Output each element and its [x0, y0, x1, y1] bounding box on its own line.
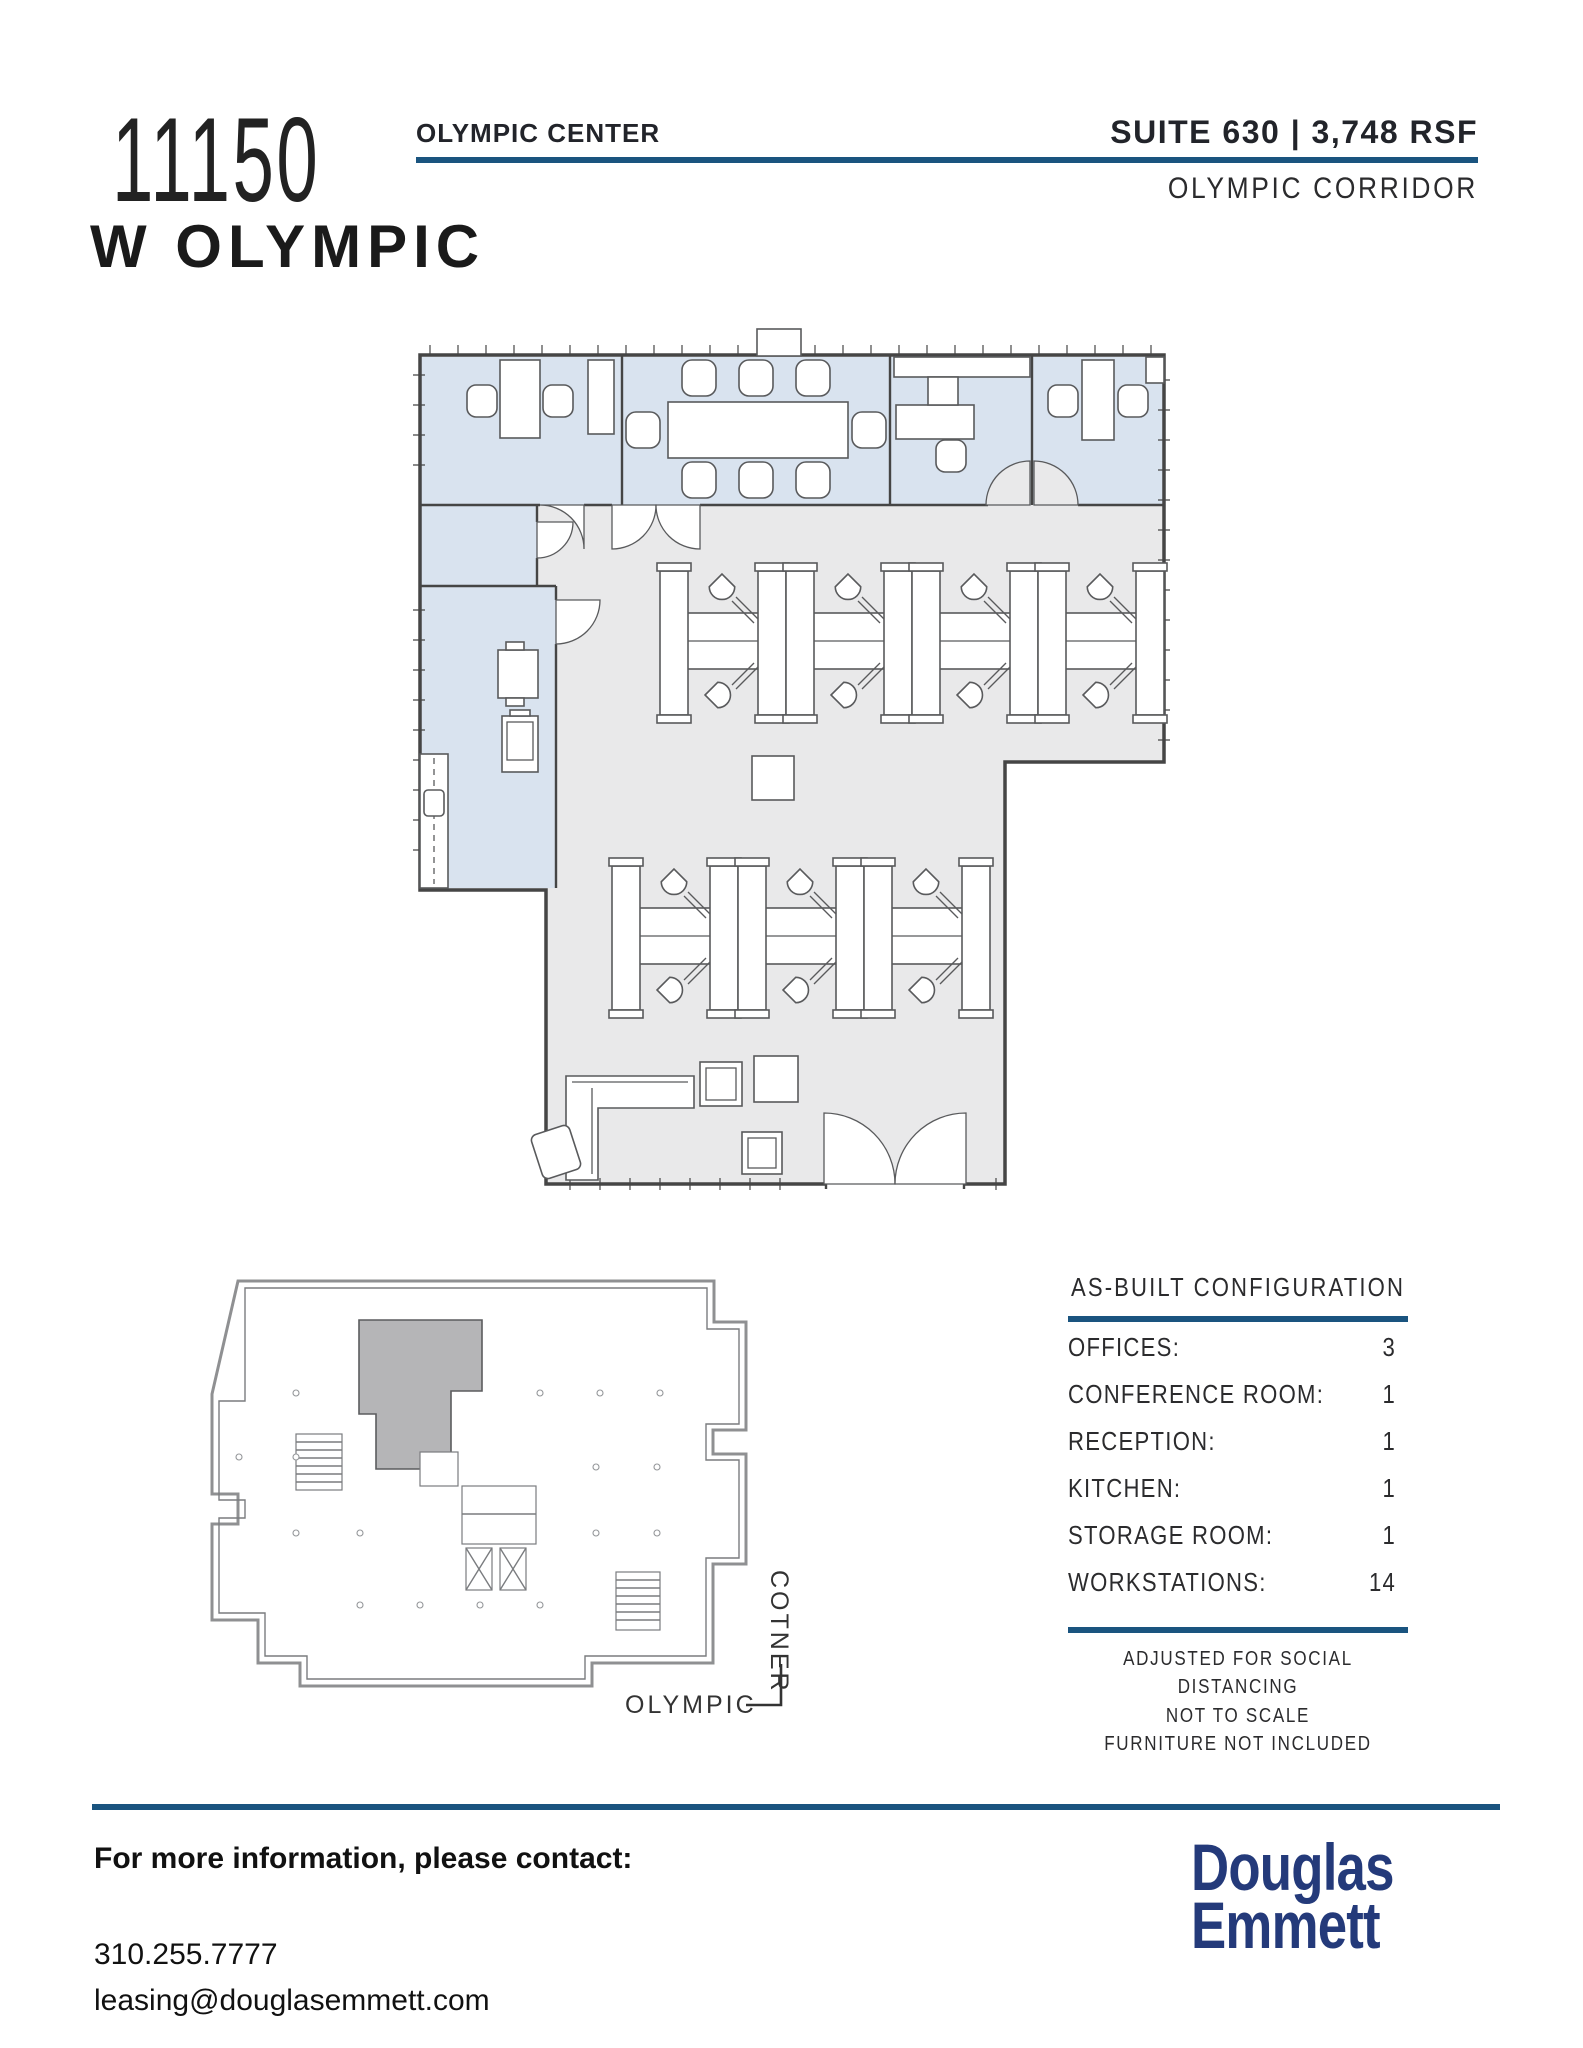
config-row: OFFICES: 3 — [1068, 1332, 1408, 1379]
column-dots — [235, 1389, 664, 1609]
config-title: AS-BUILT CONFIGURATION — [1070, 1272, 1406, 1302]
suite-outer-wall — [418, 353, 1166, 1186]
config-row-value: 3 — [1382, 1332, 1397, 1362]
config-row-value: 1 — [1382, 1379, 1397, 1409]
config-row: CONFERENCE ROOM: 1 — [1068, 1379, 1408, 1426]
config-row-value: 1 — [1382, 1520, 1397, 1550]
suite-highlight — [358, 1319, 483, 1470]
config-panel: AS-BUILT CONFIGURATION OFFICES: 3 CONFER… — [1068, 1272, 1408, 1759]
kitchen-counter — [419, 753, 449, 889]
entry-vestibule — [756, 328, 802, 357]
street-label-cotner: COTNER — [765, 1570, 793, 1694]
side-table — [753, 1055, 799, 1103]
stairwell — [295, 1433, 661, 1631]
building-street: W OLYMPIC — [90, 213, 486, 280]
config-notes: ADJUSTED FOR SOCIAL DISTANCING NOT TO SC… — [1068, 1645, 1408, 1759]
config-row: WORKSTATIONS: 14 — [1068, 1567, 1408, 1614]
submarket-label: OLYMPIC CORRIDOR — [1167, 172, 1478, 205]
config-row-label: RECEPTION: — [1068, 1426, 1216, 1456]
street-corner-mark — [746, 1664, 783, 1707]
reception-desk — [565, 1075, 695, 1181]
building-outline — [210, 1279, 748, 1688]
logo-line-2: Emmett — [1191, 1888, 1381, 1963]
config-row-label: KITCHEN: — [1068, 1473, 1182, 1503]
side-table — [741, 1131, 783, 1175]
config-row: KITCHEN: 1 — [1068, 1473, 1408, 1520]
config-row-value: 1 — [1382, 1473, 1397, 1503]
contact-phone: 310.255.7777 — [94, 1938, 278, 1971]
sink — [423, 789, 445, 817]
config-row-label: OFFICES: — [1068, 1332, 1181, 1362]
interior-walls — [420, 355, 1164, 888]
config-rule-top — [1068, 1316, 1408, 1322]
elevator-core — [419, 1451, 537, 1591]
conference-room-furniture — [625, 359, 887, 499]
column — [751, 755, 795, 801]
storage-room — [420, 505, 537, 586]
building-number: 11150 — [112, 93, 321, 227]
suite-info: SUITE 630 | 3,748 RSF — [1110, 114, 1478, 150]
config-row-label: WORKSTATIONS: — [1068, 1567, 1267, 1597]
office-3-furniture — [1047, 356, 1165, 441]
conference-table — [667, 401, 849, 459]
logo-line-1: Douglas — [1191, 1830, 1394, 1904]
config-note: ADJUSTED FOR SOCIAL DISTANCING — [1123, 1648, 1353, 1699]
contact-email: leasing@douglasemmett.com — [94, 1984, 490, 2017]
office-1-furniture — [466, 359, 615, 439]
contact-heading: For more information, please contact: — [94, 1842, 633, 1875]
street-label-olympic: OLYMPIC — [625, 1691, 757, 1719]
reception-chair — [530, 1124, 582, 1180]
config-note: FURNITURE NOT INCLUDED — [1104, 1733, 1372, 1756]
reception-furniture — [530, 1055, 799, 1181]
kitchen-equipment — [419, 641, 539, 889]
config-row-label: STORAGE ROOM: — [1068, 1520, 1274, 1550]
douglas-emmett-logo: Douglas Emmett — [1191, 1830, 1394, 1963]
config-row: STORAGE ROOM: 1 — [1068, 1520, 1408, 1567]
header-accent-rule — [416, 157, 1478, 163]
config-row: RECEPTION: 1 — [1068, 1426, 1408, 1473]
key-plan: COTNER OLYMPIC — [210, 1279, 793, 1719]
floor-plan — [413, 328, 1170, 1190]
config-row-value: 14 — [1368, 1567, 1397, 1597]
config-row-label: CONFERENCE ROOM: — [1068, 1379, 1325, 1409]
config-rows: OFFICES: 3 CONFERENCE ROOM: 1 RECEPTION:… — [1068, 1332, 1408, 1614]
building-inner-wall — [218, 1287, 740, 1680]
door-swings — [536, 460, 1079, 1185]
office-2-furniture — [893, 356, 1031, 473]
config-rule-bottom — [1068, 1627, 1408, 1633]
config-row-value: 1 — [1382, 1426, 1397, 1456]
property-name: OLYMPIC CENTER — [416, 118, 661, 148]
config-note: NOT TO SCALE — [1165, 1704, 1311, 1727]
footer-rule — [92, 1804, 1500, 1810]
side-table — [699, 1061, 743, 1107]
